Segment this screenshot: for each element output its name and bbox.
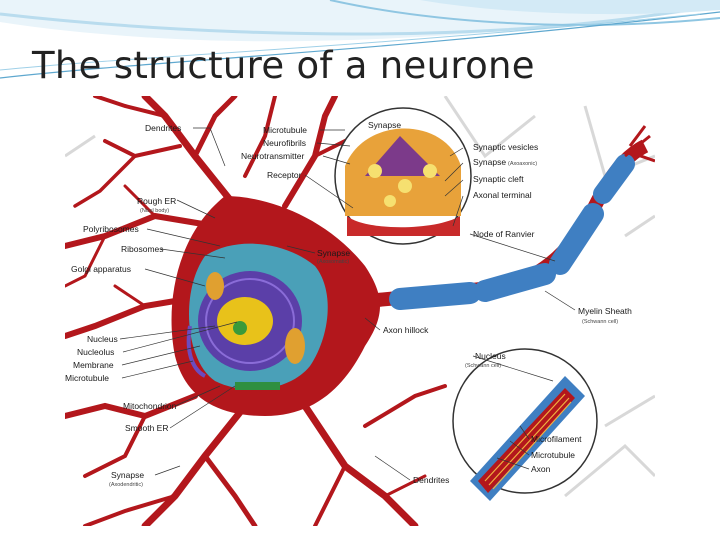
label-rough-er-sub: (Nissl body) xyxy=(140,208,169,214)
dendrites xyxy=(62,92,447,530)
label-ribosomes: Ribosomes xyxy=(121,244,164,254)
synapse-callout xyxy=(334,107,472,245)
label-microtubule-left: Microtubule xyxy=(65,373,109,383)
neuron-illustration: Dendrites Microtubule Neurofibrils Neuro… xyxy=(62,92,657,530)
label-rough-er: Rough ER xyxy=(137,196,176,206)
header-swoosh xyxy=(0,0,720,79)
label-synapse-callout: Synapse xyxy=(368,120,401,130)
label-neurofibrils: Neurofibrils xyxy=(263,138,306,148)
label-node-of-ranvier: Node of Ranvier xyxy=(473,229,535,239)
label-membrane: Membrane xyxy=(73,360,114,370)
axon-inset xyxy=(452,348,598,501)
label-smooth-er: Smooth ER xyxy=(125,423,168,433)
label-golgi: Golgi apparatus xyxy=(71,264,131,274)
label-synapse-mid-sub: (Axosomatic) xyxy=(317,259,349,265)
label-axonal-terminal: Axonal terminal xyxy=(473,190,532,200)
slide-title: The structure of a neurone xyxy=(32,44,535,87)
organelles xyxy=(186,272,305,390)
label-neurotransmitter: Neurotransmitter xyxy=(241,151,304,161)
label-synapse-bottom: Synapse xyxy=(111,470,144,480)
label-nucleus-schwann-sub: (Schwann cell) xyxy=(465,363,501,369)
leader-lines xyxy=(119,127,576,481)
label-microtubule-inset: Microtubule xyxy=(531,450,575,460)
label-dendrites-bottom: Dendrites xyxy=(413,475,449,485)
label-dendrites-top: Dendrites xyxy=(145,123,181,133)
axon xyxy=(364,125,656,310)
label-synapse-right-sub: (Axoaxonic) xyxy=(508,161,537,167)
label-myelin-sheath-sub: (Schwann cell) xyxy=(582,319,618,325)
label-microfilament: Microfilament xyxy=(531,434,582,444)
background-neurons xyxy=(64,95,657,498)
label-synaptic-cleft: Synaptic cleft xyxy=(473,174,524,184)
neuron-diagram: Dendrites Microtubule Neurofibrils Neuro… xyxy=(62,92,657,530)
label-axon: Axon xyxy=(531,464,551,474)
label-synapse-mid: Synapse xyxy=(317,248,350,258)
label-axon-hillock: Axon hillock xyxy=(383,325,429,335)
label-synapse-right: Synapse xyxy=(473,157,506,167)
nucleolus-shape xyxy=(217,297,273,345)
label-microtubule-top: Microtubule xyxy=(263,125,307,135)
label-synaptic-vesicles: Synaptic vesicles xyxy=(473,142,538,152)
label-synapse-bottom-sub: (Axodendritic) xyxy=(109,482,143,488)
label-nucleolus: Nucleolus xyxy=(77,347,114,357)
label-polyribosomes: Polyribosomes xyxy=(83,224,139,234)
label-mitochondrion: Mitochondrion xyxy=(123,401,177,411)
label-myelin-sheath: Myelin Sheath xyxy=(578,306,632,316)
label-receptor: Receptor xyxy=(267,170,302,180)
label-nucleus-schwann: Nucleus xyxy=(475,351,506,361)
label-nucleus: Nucleus xyxy=(87,334,118,344)
